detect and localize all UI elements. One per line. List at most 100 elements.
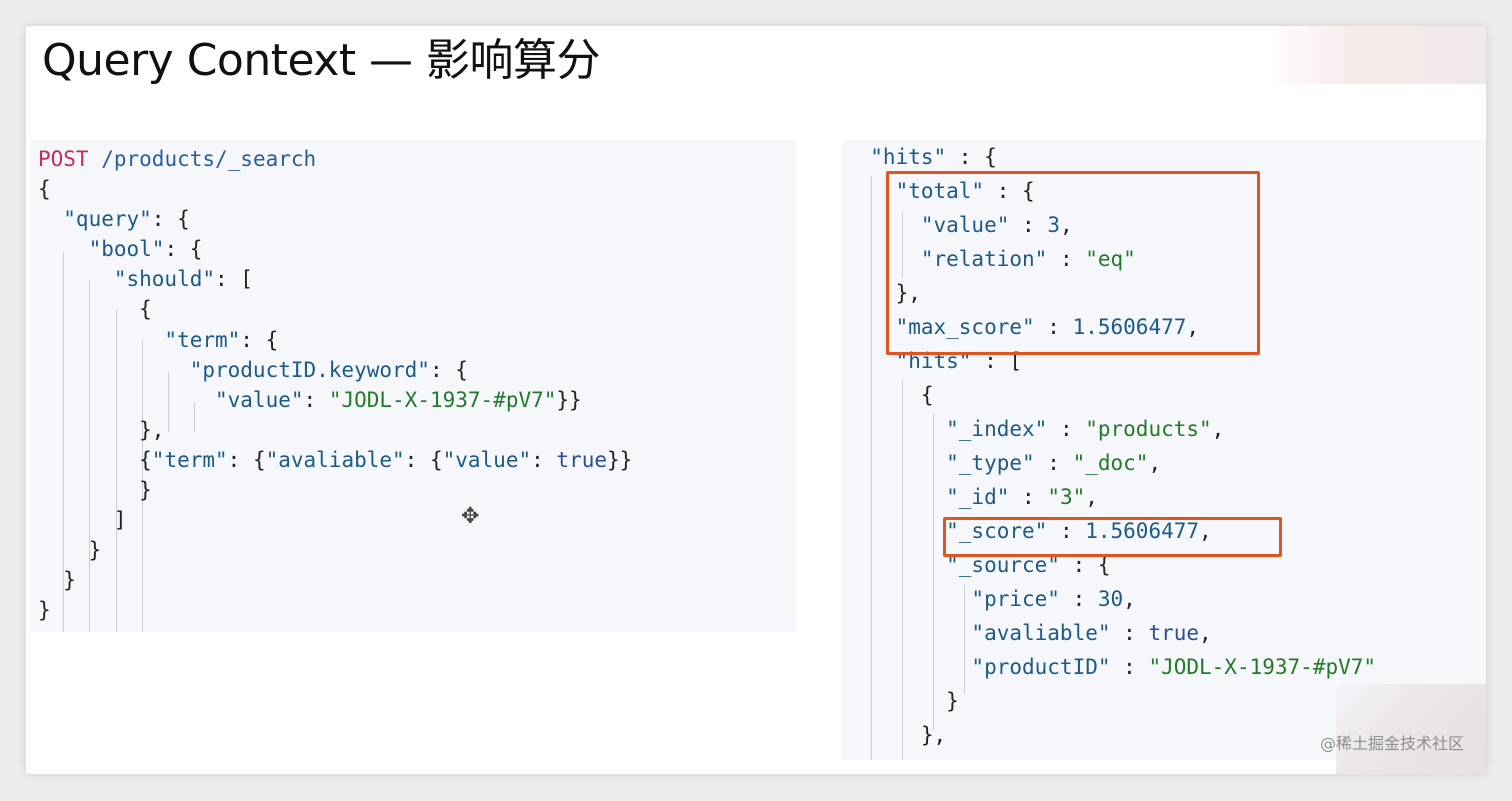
mouse-cursor-icon: ✥ [461,504,480,529]
left-token: "query" [38,207,152,232]
left-token: { [38,177,51,202]
right-token: : [1110,621,1149,645]
code-line: }, [845,718,1376,752]
code-line: "avaliable" : true, [845,616,1376,650]
right-token: }, [845,281,921,305]
left-token: : [531,447,557,472]
right-token: : [1059,587,1098,611]
right-token: 1.5606477 [1085,519,1200,543]
slide-title: Query Context — 影响算分 [42,35,601,86]
left-token: } [38,568,76,593]
right-token: : { [1059,553,1111,577]
code-line: "_id" : "3", [845,480,1376,514]
blurred-corner-bottom [1336,684,1486,774]
code-line: "relation" : "eq" [845,242,1376,276]
code-line: } [845,684,1376,718]
left-token: }, [38,417,165,442]
left-token: }} [556,387,582,412]
response-code: "hits" : { "total" : { "value" : 3, "rel… [845,140,1376,752]
left-token: "avaliable" [265,447,405,472]
right-token: "_index" [845,417,1048,441]
request-code-panel: POST /products/_search{ "query": { "bool… [30,140,796,632]
left-token: { [38,447,152,472]
right-token: : [1110,655,1149,679]
right-token: "3" [1047,485,1086,509]
right-token: : [1009,485,1048,509]
right-token: "total" [845,179,985,203]
left-token: } [38,598,51,623]
left-token: ] [38,508,127,533]
code-line: }, [845,276,1376,310]
right-token: , [1059,213,1073,237]
code-line: } [38,565,632,595]
right-token: "value" [845,213,1010,237]
request-line: POST /products/_search [38,144,632,174]
request-path: /products/_search [101,147,317,171]
code-line: "should": [ [38,264,632,294]
right-token: 30 [1097,587,1124,611]
right-token: , [1199,519,1212,543]
right-token: "hits" [845,145,947,169]
right-token: } [845,689,959,713]
code-line: "hits" : { [845,140,1376,174]
left-token: : { [429,357,468,382]
left-token: "JODL-X-1937-#pV7" [328,387,557,412]
code-line: "term": { [38,325,632,355]
right-token: : [1034,451,1073,475]
code-line: {"term": {"avaliable": {"value": true}} [38,445,632,475]
code-line: "total" : { [845,174,1376,208]
right-token: "_score" [845,519,1048,543]
code-line: "_source" : { [845,548,1376,582]
left-token: "term" [151,447,228,472]
total-max-score-highlight [886,171,1260,355]
left-token: "productID.keyword" [38,357,430,382]
right-token: "_type" [845,451,1035,475]
code-line: "_index" : "products", [845,412,1376,446]
left-token: : { [151,207,190,232]
left-token: { [38,297,152,322]
left-token: "term" [38,327,241,352]
right-token: : [1009,213,1048,237]
right-token: : [1047,417,1086,441]
right-token: "price" [845,587,1060,611]
right-token: , [1148,451,1162,475]
left-token: "should" [38,267,216,292]
right-token: "_source" [845,553,1060,577]
watermark: @稀土掘金技术社区 [1319,734,1464,753]
code-line: "_score" : 1.5606477, [845,514,1376,548]
code-line: { [38,174,632,204]
code-line: }, [38,415,632,445]
right-token: "eq" [1085,247,1136,271]
code-line: "price" : 30, [845,582,1376,616]
left-token: "bool" [38,237,165,262]
slide: Query Context — 影响算分 POST /products/_sea… [26,26,1486,774]
code-line: "value" : 3, [845,208,1376,242]
code-line: "bool": { [38,234,632,264]
right-token: 1.5606477 [1072,315,1187,339]
left-token: : { [404,447,443,472]
right-token: : [1047,519,1086,543]
right-token: "max_score" [845,315,1035,339]
code-line: "productID" : "JODL-X-1937-#pV7" [845,650,1376,684]
right-token: true [1148,621,1200,645]
left-token: : [303,387,329,412]
code-line: "value": "JODL-X-1937-#pV7"}} [38,385,632,415]
request-code: POST /products/_search{ "query": { "bool… [38,144,632,626]
right-token: : { [946,145,997,169]
left-token: : { [164,237,203,262]
right-token: "relation" [845,247,1048,271]
left-token: : { [227,447,266,472]
code-line: "query": { [38,204,632,234]
right-token: , [1199,621,1212,645]
right-token: "_doc" [1072,451,1149,475]
left-token: "value" [442,447,532,472]
response-code-panel: "hits" : { "total" : { "value" : 3, "rel… [841,140,1486,760]
code-line: "max_score" : 1.5606477, [845,310,1376,344]
http-method: POST [38,147,89,171]
score-highlight [943,517,1282,557]
code-line: } [38,535,632,565]
code-line: "productID.keyword": { [38,355,632,385]
right-token: "avaliable" [845,621,1111,645]
left-token: true [556,447,607,472]
left-token: : [ [215,267,253,292]
